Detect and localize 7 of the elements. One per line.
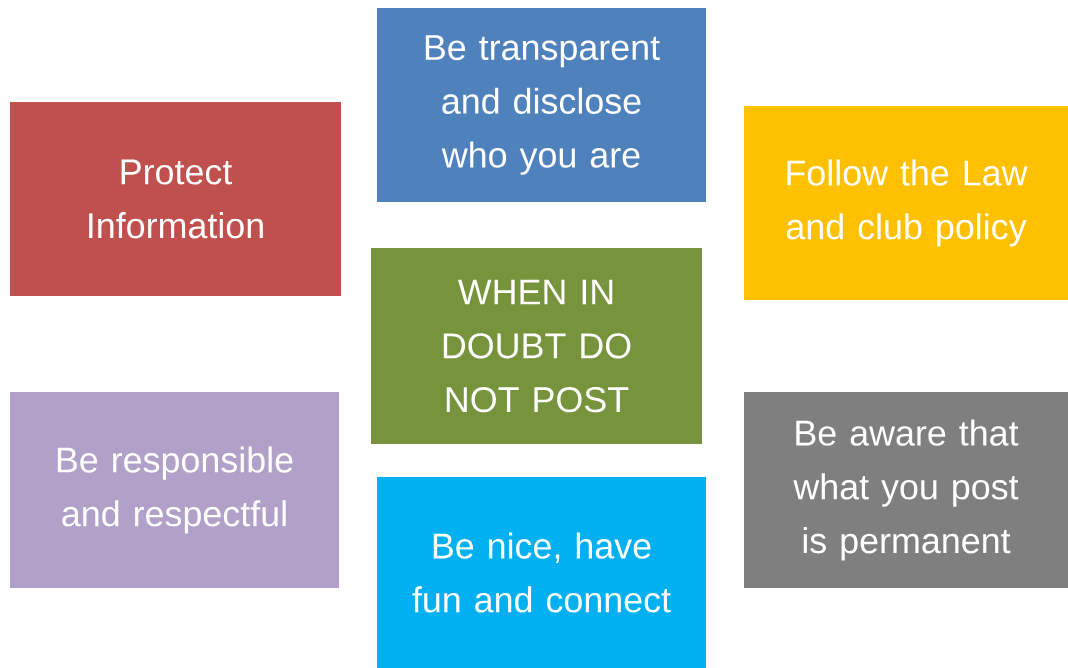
text-box: Be nice, have fun and connect [377, 477, 706, 668]
text-box: Protect Information [10, 102, 341, 296]
text-box: WHEN IN DOUBT DO NOT POST [371, 248, 702, 444]
text-box: Be transparent and disclose who you are [377, 8, 706, 202]
text-box: Follow the Law and club policy [744, 106, 1068, 300]
text-box: Be aware that what you post is permanent [744, 392, 1068, 588]
text-box: Be responsible and respectful [10, 392, 339, 588]
